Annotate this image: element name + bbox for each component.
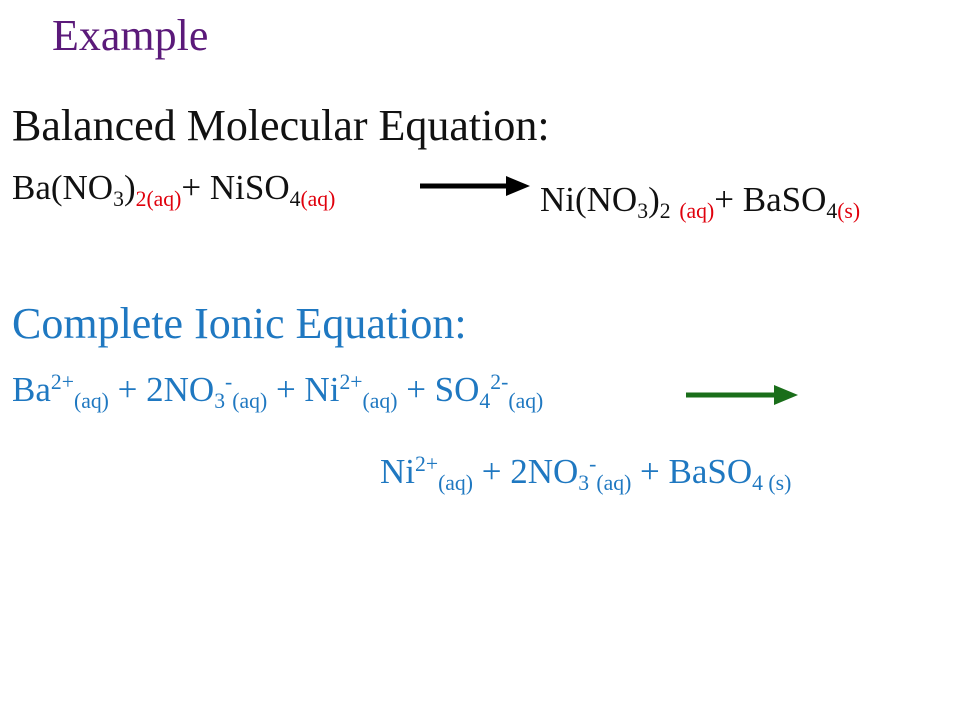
product-barium-sulfate-solid: + BaSO4 (s) bbox=[640, 452, 792, 495]
ionic-equation-heading: Complete Ionic Equation: bbox=[12, 299, 467, 348]
slide-title: Example bbox=[52, 11, 209, 60]
molecular-equation-heading: Balanced Molecular Equation: bbox=[12, 101, 550, 150]
ion-sulfate: + SO42-(aq) bbox=[406, 370, 544, 413]
ion-nickel-product: Ni2+(aq) bbox=[380, 452, 473, 495]
reactant-nickel-sulfate: + NiSO4(aq) bbox=[181, 168, 336, 211]
reactant-baritum-nitrate: Ba(NO3)2(aq) bbox=[12, 168, 182, 211]
ionic-reaction-arrow-icon bbox=[686, 385, 798, 405]
molecular-reactants: Ba(NO3)2(aq)+ NiSO4(aq) bbox=[12, 168, 336, 211]
product-barium-sulfate: + BaSO4(s) bbox=[714, 180, 861, 223]
molecular-reaction-arrow-icon bbox=[420, 176, 530, 196]
product-nickel-nitrate: Ni(NO3)2 (aq) bbox=[540, 180, 715, 223]
ion-nickel: + Ni2+(aq) bbox=[275, 370, 398, 413]
ion-barium: Ba2+(aq) bbox=[12, 370, 109, 413]
molecular-products: Ni(NO3)2 (aq)+ BaSO4(s) bbox=[540, 180, 861, 223]
ionic-reactants: Ba2+(aq) + 2NO3-(aq) + Ni2+(aq) + SO42-(… bbox=[12, 370, 544, 413]
ionic-products: Ni2+(aq) + 2NO3-(aq) + BaSO4 (s) bbox=[380, 452, 792, 495]
ion-nitrate-product: + 2NO3-(aq) bbox=[481, 452, 632, 495]
ion-nitrate: + 2NO3-(aq) bbox=[117, 370, 268, 413]
